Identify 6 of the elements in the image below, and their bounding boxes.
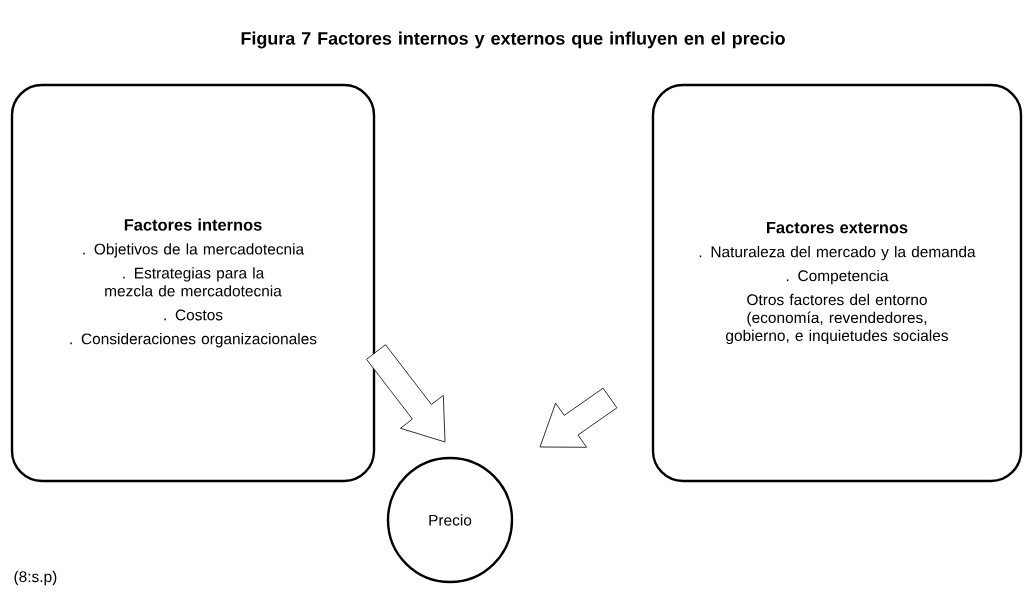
block-arrow — [539, 387, 618, 448]
source-note: (8:s.p) — [14, 570, 57, 586]
factor-box: Factores externos . Naturaleza del mercado y la demanda . Competencia Otros factores del entorno (economía, revendedores, gobierno, e inquietudes sociales — [651, 83, 1023, 483]
block-arrow — [366, 344, 446, 443]
figure-title: Figura 7 Factores internos y externos que influyen en el precio — [241, 31, 785, 49]
factor-box: Factores internos . Objetivos de la mercadotecnia . Estrategias para la mezcla de mercadotecnia . Costos . Consideraciones organizacionales — [10, 83, 376, 483]
